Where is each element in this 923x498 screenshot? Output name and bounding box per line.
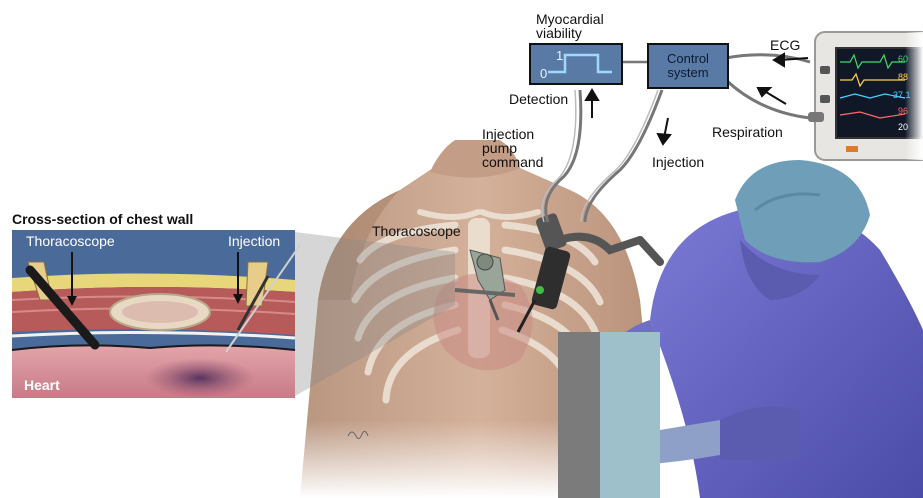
injection-label: Injection: [652, 155, 704, 170]
injection-pump-command-label: Injection pump command: [482, 127, 543, 169]
inset-thoracoscope-label: Thoracoscope: [26, 234, 115, 249]
signal-high-label: 1: [556, 48, 563, 63]
respiration-label: Respiration: [712, 125, 783, 140]
control-console: [558, 332, 660, 498]
ecg-label: ECG: [770, 38, 800, 53]
heart-label: Heart: [24, 378, 60, 393]
monitor-readout: 88: [898, 70, 908, 85]
signal-low-label: 0: [540, 66, 547, 81]
monitor-readout: 20: [898, 120, 908, 135]
myocardial-viability-label: Myocardial viability: [536, 12, 604, 40]
inset-injection-label: Injection: [228, 234, 280, 249]
control-system-label: Control system: [648, 52, 728, 80]
detection-label: Detection: [509, 92, 568, 107]
body-thoracoscope-label: Thoracoscope: [372, 224, 461, 239]
monitor-readout: 37.1: [893, 88, 911, 103]
monitor-readout: 60: [898, 52, 908, 67]
monitor-readout: 96: [898, 104, 908, 119]
cross-section-title: Cross-section of chest wall: [12, 212, 193, 227]
cross-section-inset: [12, 230, 300, 398]
